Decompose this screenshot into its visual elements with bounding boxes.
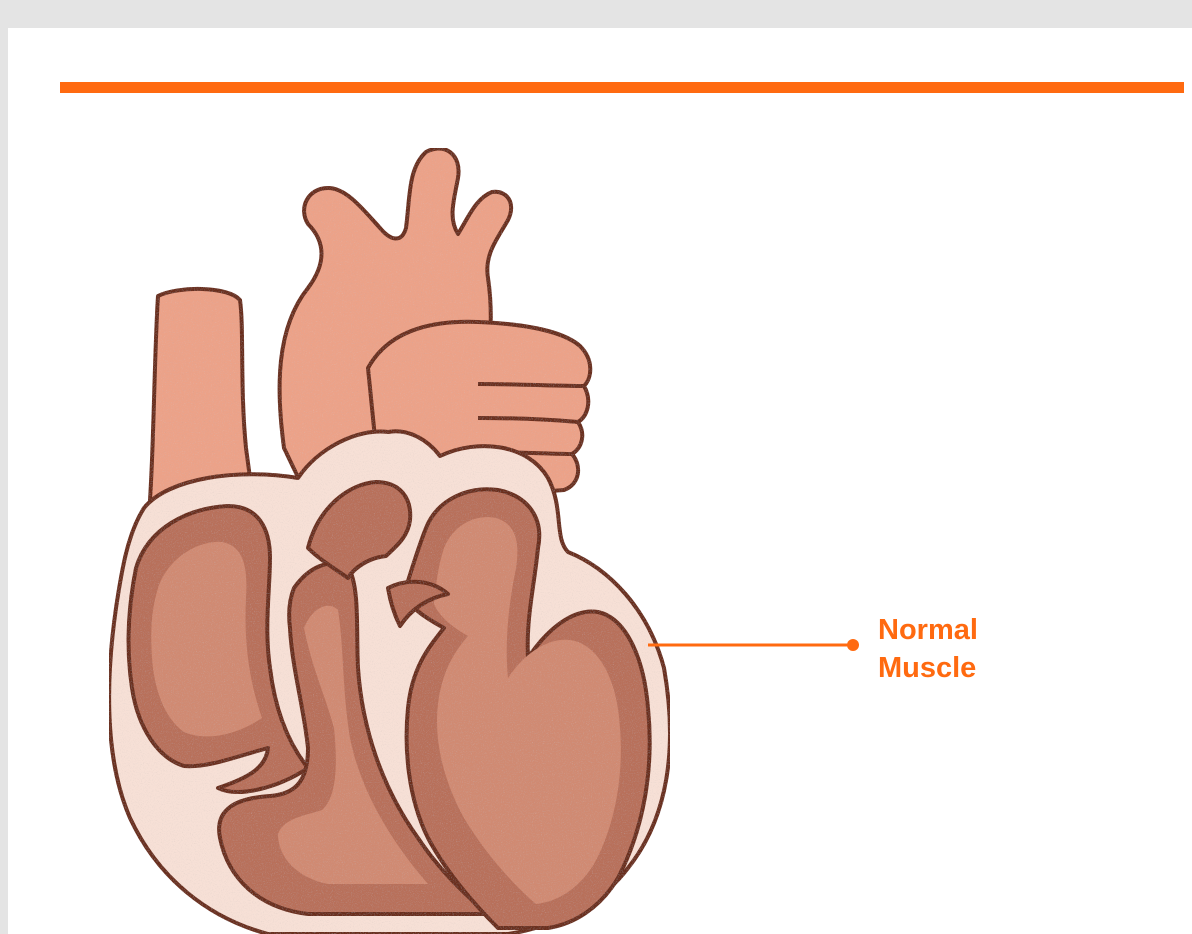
content-panel: Normal Muscle <box>8 28 1192 934</box>
heart-illustration <box>8 28 1192 934</box>
label-line-1: Normal <box>878 611 978 649</box>
label-line-2: Muscle <box>878 649 978 687</box>
callout-dot <box>847 639 859 651</box>
normal-muscle-label: Normal Muscle <box>878 611 978 687</box>
